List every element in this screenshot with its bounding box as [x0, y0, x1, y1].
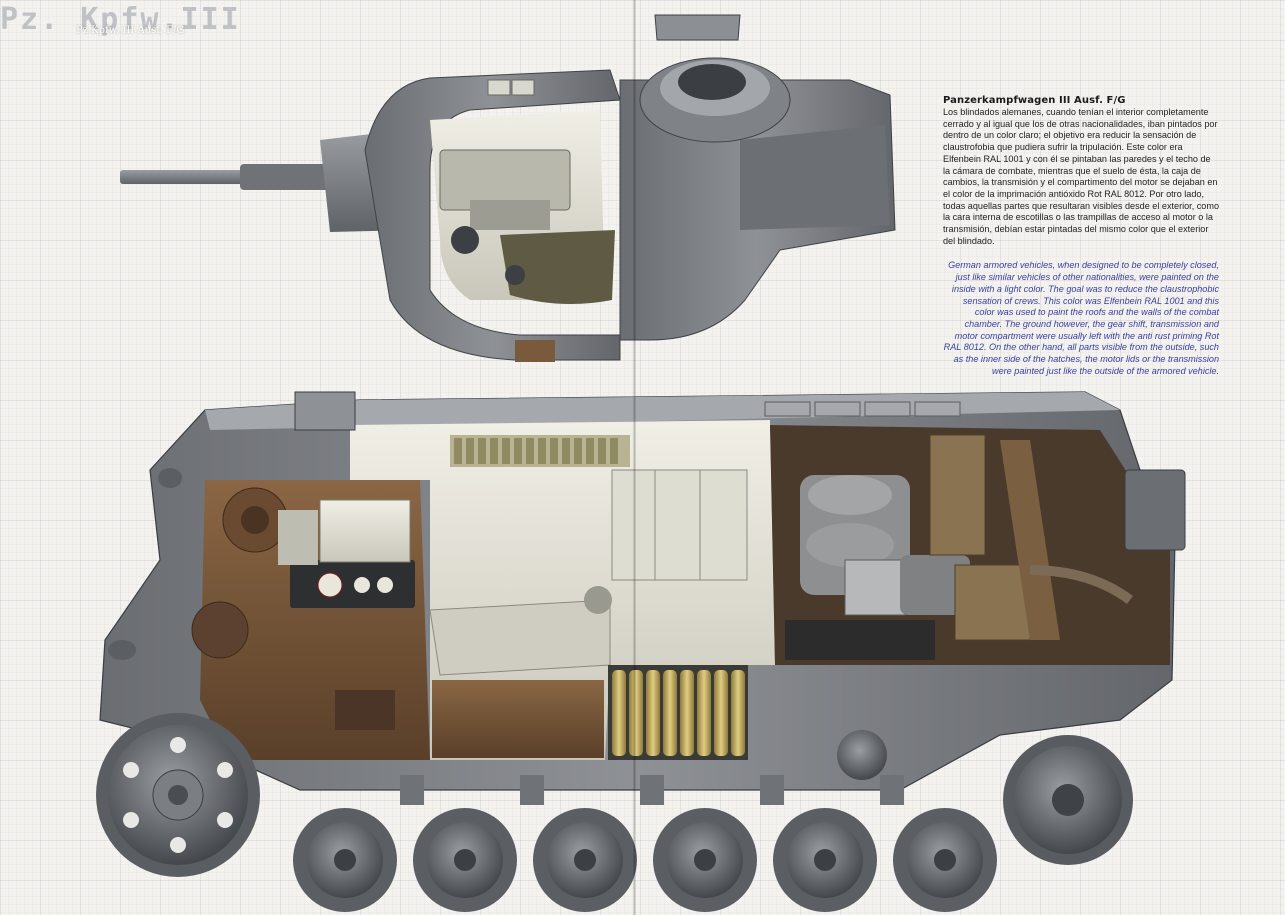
driver-seat — [335, 690, 395, 730]
radiator — [929, 434, 986, 556]
turret-cutaway — [120, 14, 896, 362]
compartment-floor — [432, 680, 604, 758]
article-body-english: German armored vehicles, when designed t… — [943, 260, 1219, 376]
gun-sleeve — [240, 164, 330, 190]
turret-base-post — [584, 586, 612, 614]
recoil-guard — [470, 200, 550, 230]
page-title: Pz. Kpfw.III — [0, 2, 241, 37]
idler-wheel — [1003, 735, 1133, 865]
shell-catch-bag — [500, 230, 615, 304]
traverse-handwheel — [505, 265, 525, 285]
front-light — [158, 468, 182, 488]
shell-rack-vertical — [608, 665, 748, 760]
article-body-spanish: Los blindados alemanes, cuando tenían el… — [943, 107, 1220, 246]
fan-housing — [1000, 440, 1060, 640]
exhaust-pipe — [1029, 565, 1133, 605]
page-gutter — [633, 0, 636, 915]
fuse-panel — [785, 620, 935, 660]
road-wheels — [293, 808, 997, 912]
drive-sprocket — [96, 713, 260, 877]
instrument-panel — [290, 560, 415, 608]
visor-box — [278, 510, 318, 565]
air-filter-box — [1124, 469, 1186, 551]
return-roller — [837, 730, 887, 780]
radio-set — [319, 499, 411, 563]
article-text: Panzerkampfwagen III Ausf. F/G Los blind… — [943, 95, 1219, 377]
running-gear — [96, 713, 1133, 912]
turret-left-shell — [364, 69, 621, 361]
drive-shaft-tunnel — [429, 599, 611, 676]
suspension-arms — [400, 775, 904, 805]
shell-rack-top — [450, 435, 630, 467]
headlight — [108, 640, 136, 660]
open-hatch — [654, 14, 741, 41]
fuel-tank — [954, 564, 1031, 641]
turret-bustle — [740, 125, 890, 230]
engine-block — [800, 475, 970, 616]
elevation-handwheel — [451, 226, 479, 254]
final-drive — [191, 601, 249, 659]
turret-basket-bracket — [515, 340, 555, 362]
engine-deck-vents — [764, 401, 961, 417]
hull-cutaway — [99, 391, 1186, 791]
hull-hatch-box — [294, 391, 356, 431]
storage-cabinet — [611, 469, 748, 581]
page-subtitle: Pz.Kpfw. III Ausf. F/G — [76, 25, 185, 36]
article-title: Panzerkampfwagen III Ausf. F/G — [943, 95, 1126, 106]
